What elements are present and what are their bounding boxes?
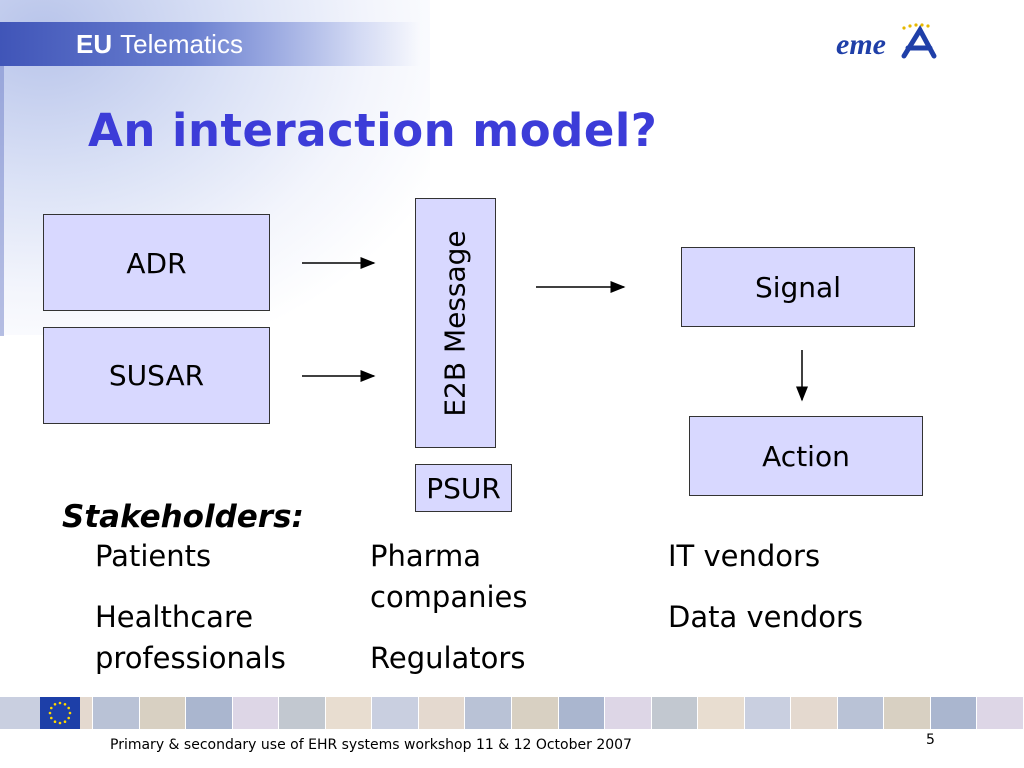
- eu-star: [67, 706, 70, 710]
- photo-tile: [372, 697, 419, 729]
- action-box: Action: [689, 416, 923, 496]
- photo-tile: [93, 697, 140, 729]
- svg-text:eme: eme: [836, 28, 886, 61]
- brand-telematics: Telematics: [120, 28, 243, 59]
- eu-star: [68, 711, 72, 715]
- action-label: Action: [762, 439, 850, 473]
- stakeholders-column-2: Pharma companies Regulators: [370, 536, 620, 699]
- stakeholder-item: Data vendors: [668, 600, 864, 634]
- photo-tile: [837, 697, 885, 729]
- stakeholder-item: Healthcare professionals: [95, 600, 286, 675]
- susar-label: SUSAR: [108, 359, 205, 392]
- photo-tile: [418, 697, 466, 729]
- slide-title: An interaction model?: [88, 104, 658, 157]
- eu-star: [53, 703, 57, 706]
- eu-star: [63, 720, 67, 723]
- photo-tile: [512, 697, 559, 729]
- adr-label: ADR: [126, 247, 187, 280]
- susar-box: SUSAR: [43, 327, 270, 424]
- eu-star: [50, 716, 53, 720]
- footer-text: Primary & secondary use of EHR systems w…: [110, 737, 632, 753]
- eu-star: [67, 716, 70, 720]
- eu-star: [63, 703, 67, 706]
- photo-tile: [930, 697, 978, 729]
- psur-box: PSUR: [415, 464, 512, 512]
- photo-tile: [605, 697, 652, 729]
- eu-star: [58, 721, 62, 725]
- photo-tile: [744, 697, 792, 729]
- photo-tile: [139, 697, 187, 729]
- emea-logo: eme: [836, 23, 937, 61]
- photo-strip: [0, 697, 1024, 729]
- page-number: 5: [926, 732, 935, 748]
- photo-tile: [884, 697, 931, 729]
- eu-star: [48, 711, 52, 715]
- stakeholders-heading: Stakeholders:: [62, 499, 304, 535]
- eu-flag-icon: [40, 697, 80, 729]
- eu-star: [53, 720, 57, 723]
- stakeholders-column-3: IT vendors Data vendors: [668, 536, 968, 658]
- stakeholder-item: IT vendors: [668, 539, 821, 573]
- stakeholders-column-1: Patients Healthcare professionals: [95, 536, 345, 699]
- photo-tile: [186, 697, 233, 729]
- signal-label: Signal: [754, 270, 841, 304]
- psur-label: PSUR: [426, 471, 501, 505]
- signal-box: Signal: [681, 247, 915, 327]
- header-band: [0, 22, 420, 66]
- photo-tile: [558, 697, 606, 729]
- photo-tile: [651, 697, 699, 729]
- header-left-strip: [0, 66, 4, 336]
- eu-star: [50, 706, 53, 710]
- photo-tile: [465, 697, 513, 729]
- stakeholder-item: Pharma companies: [370, 539, 528, 614]
- photo-tile: [325, 697, 373, 729]
- photo-tile: [232, 697, 280, 729]
- eu-star: [58, 701, 62, 705]
- photo-tile: [791, 697, 838, 729]
- stakeholder-item: Regulators: [370, 641, 526, 675]
- adr-box: ADR: [43, 214, 270, 311]
- brand-eu: EU: [76, 28, 113, 59]
- photo-tile: [698, 697, 745, 729]
- photo-tile: [279, 697, 326, 729]
- stakeholder-item: Patients: [95, 539, 212, 573]
- e2b-message-box: E2B Message: [415, 198, 496, 448]
- photo-tile: [977, 697, 1024, 729]
- eu-telematics-brand: EU Telematics: [76, 27, 243, 61]
